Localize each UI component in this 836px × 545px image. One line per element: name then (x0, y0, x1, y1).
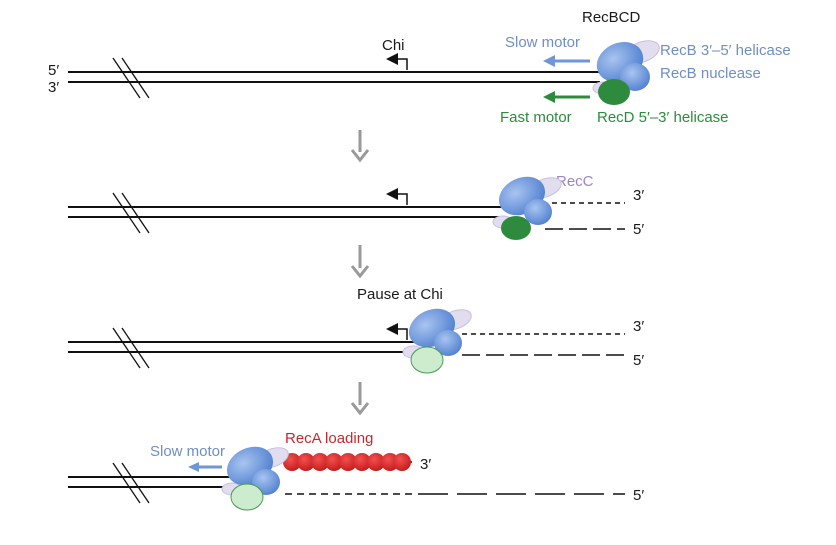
three-prime-label: 3′ (420, 456, 431, 473)
three-prime-label: 3′ (633, 187, 644, 204)
five-prime-label: 5′ (48, 62, 59, 79)
chi-site-arrow (386, 53, 408, 70)
three-prime-label: 3′ (633, 318, 644, 335)
chi-label: Chi (382, 37, 405, 54)
pause-at-chi-label: Pause at Chi (357, 286, 443, 303)
recbcd-complex (402, 308, 472, 374)
panel-2: 3′ 5′ RecC (68, 173, 644, 240)
panel-3: Pause at Chi 3′ 5′ (68, 286, 644, 374)
reca-filament (283, 453, 411, 471)
slow-motor-label: Slow motor (505, 34, 580, 51)
recb-nuclease-label: RecB nuclease (660, 65, 761, 82)
recbcd-complex (221, 446, 289, 511)
recc-label: RecC (556, 173, 594, 190)
recd-helicase-label: RecD 5′–3′ helicase (597, 109, 729, 126)
five-prime-label: 5′ (633, 221, 644, 238)
recbcd-label: RecBCD (582, 9, 641, 26)
panel-1: 5′ 3′ Chi RecBCD Slow motor Fast motor R… (48, 9, 791, 126)
three-prime-label: 3′ (48, 79, 59, 96)
fast-motor-label: Fast motor (500, 109, 572, 126)
panel-4: Slow motor RecA loading 3′ 5′ (68, 430, 644, 511)
break-marks (112, 57, 150, 99)
five-prime-label: 5′ (633, 487, 644, 504)
recbcd-complex (492, 176, 562, 240)
slow-motor-label: Slow motor (150, 443, 225, 460)
recbcd-complex (592, 40, 660, 105)
chi-site-arrow (386, 188, 408, 205)
recb-helicase-label: RecB 3′–5′ helicase (660, 42, 791, 59)
reca-loading-label: RecA loading (285, 430, 373, 447)
chi-site-arrow (386, 323, 408, 340)
five-prime-label: 5′ (633, 352, 644, 369)
